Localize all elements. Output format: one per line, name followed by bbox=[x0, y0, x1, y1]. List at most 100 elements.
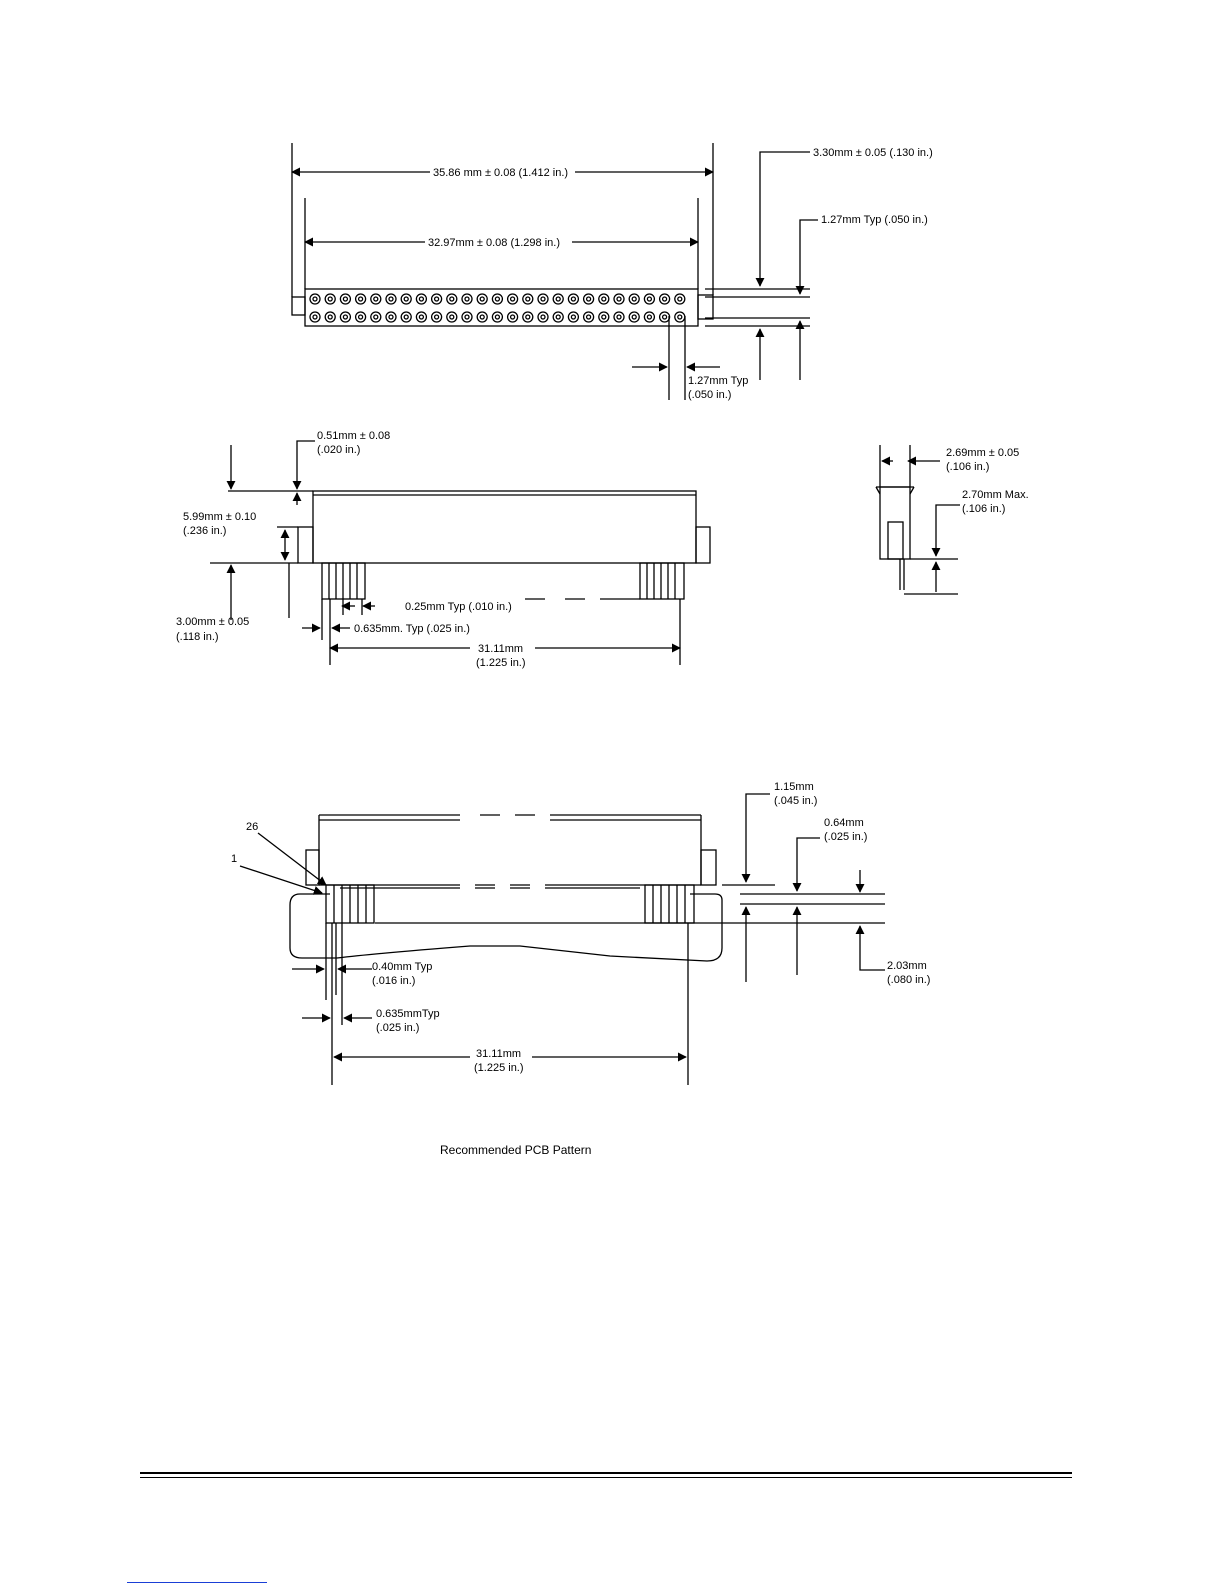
dim-pcb-b-in: (.025 in.) bbox=[824, 831, 867, 843]
pin-center bbox=[555, 314, 561, 320]
pin-center bbox=[357, 296, 364, 302]
pin-hole bbox=[643, 293, 656, 305]
pin-hole bbox=[582, 293, 595, 305]
pin-hole bbox=[354, 293, 367, 305]
label-pin-26: 26 bbox=[246, 821, 258, 833]
dim-pcb-b-mm: 0.64mm bbox=[824, 817, 864, 829]
dim-pcb-span-in: (1.225 in.) bbox=[474, 1062, 524, 1074]
pin-hole bbox=[537, 293, 549, 305]
pin-hole bbox=[461, 293, 473, 305]
pin-center bbox=[479, 296, 485, 302]
pin-hole bbox=[430, 311, 443, 323]
dim-pad-pitch-in: (.025 in.) bbox=[376, 1022, 419, 1034]
dim-pin-span: 32.97mm ± 0.08 (1.298 in.) bbox=[428, 237, 560, 249]
pin-center bbox=[464, 314, 470, 320]
pin-hole bbox=[400, 311, 412, 323]
pin-center bbox=[449, 296, 455, 302]
pin-hole bbox=[613, 311, 625, 323]
pad-group-left bbox=[325, 884, 375, 924]
dim-pcb-a-mm: 1.15mm bbox=[774, 781, 814, 793]
dim-pin-pitch-mm: 1.27mm Typ bbox=[688, 375, 748, 387]
pin-center bbox=[677, 314, 683, 320]
pin-hole bbox=[674, 311, 686, 323]
dim-end-width-in: (.106 in.) bbox=[946, 461, 989, 473]
pin-hole bbox=[582, 311, 595, 323]
pin-hole bbox=[324, 311, 336, 323]
pin-hole bbox=[628, 311, 640, 323]
pin-center bbox=[661, 296, 668, 302]
pin-center bbox=[433, 314, 440, 320]
pin-center bbox=[433, 296, 440, 302]
dim-pad-width-in: (.016 in.) bbox=[372, 975, 415, 987]
pin-center bbox=[661, 314, 668, 320]
lead-group-left bbox=[321, 562, 366, 600]
dim-body-height-in: (.236 in.) bbox=[183, 525, 226, 537]
pin-hole bbox=[415, 293, 428, 305]
dim-lead-pitch: 0.635mm. Typ (.025 in.) bbox=[354, 623, 470, 635]
pin-hole bbox=[446, 311, 458, 323]
pin-hole bbox=[506, 311, 519, 323]
pin-center bbox=[646, 314, 653, 320]
dim-pcb-c-mm: 2.03mm bbox=[887, 960, 927, 972]
pin-hole bbox=[613, 293, 625, 305]
pin-center bbox=[494, 314, 501, 320]
pin-center bbox=[509, 314, 516, 320]
label-pin-1: 1 bbox=[231, 853, 237, 865]
pin-center bbox=[327, 296, 333, 302]
dim-end-width-mm: 2.69mm ± 0.05 bbox=[946, 447, 1019, 459]
pin-hole bbox=[339, 311, 352, 323]
footer-rule-thin bbox=[140, 1477, 1072, 1478]
dim-pcb-a-in: (.045 in.) bbox=[774, 795, 817, 807]
pin-center bbox=[540, 296, 546, 302]
pin-hole bbox=[309, 293, 321, 305]
pin-center bbox=[585, 314, 592, 320]
pin-center bbox=[509, 296, 516, 302]
dim-leg-in: (.118 in.) bbox=[176, 631, 219, 643]
dim-top-offset-in: (.020 in.) bbox=[317, 444, 360, 456]
pin-hole bbox=[552, 293, 564, 305]
dim-overall-width: 35.86 mm ± 0.08 (1.412 in.) bbox=[433, 167, 568, 179]
pin-hole bbox=[461, 311, 473, 323]
pin-center bbox=[312, 314, 318, 320]
pin-center bbox=[585, 296, 592, 302]
right-latch bbox=[697, 294, 714, 320]
side-left-latch bbox=[297, 526, 314, 564]
pin-center bbox=[418, 314, 425, 320]
pcb-view bbox=[239, 793, 885, 1085]
pin-hole bbox=[476, 311, 488, 323]
pin-center bbox=[373, 314, 379, 320]
pin-center bbox=[494, 296, 501, 302]
pin-center bbox=[616, 314, 622, 320]
pin-center bbox=[418, 296, 425, 302]
pin-hole bbox=[522, 293, 534, 305]
pin-center bbox=[388, 314, 394, 320]
pin-hole bbox=[415, 311, 428, 323]
footer-link-underline bbox=[127, 1582, 267, 1583]
pin-hole bbox=[658, 311, 671, 323]
pin-grid bbox=[309, 293, 686, 323]
pin-hole bbox=[354, 311, 367, 323]
dim-end-max-mm: 2.70mm Max. bbox=[962, 489, 1029, 501]
end-body bbox=[879, 486, 911, 560]
pin-hole bbox=[385, 293, 397, 305]
pin-center bbox=[464, 296, 470, 302]
pin-hole bbox=[598, 293, 610, 305]
pin-hole bbox=[522, 311, 534, 323]
pin-hole bbox=[491, 311, 504, 323]
pin-center bbox=[631, 314, 637, 320]
pin-hole bbox=[324, 293, 336, 305]
lead-group-right bbox=[639, 562, 685, 600]
pin-hole bbox=[598, 311, 610, 323]
pin-center bbox=[403, 314, 409, 320]
dim-pad-width-mm: 0.40mm Typ bbox=[372, 961, 432, 973]
side-body bbox=[312, 490, 697, 564]
pin-center bbox=[570, 296, 577, 302]
pin-hole bbox=[537, 311, 549, 323]
pin-hole bbox=[309, 311, 321, 323]
left-latch bbox=[291, 296, 306, 316]
pin-hole bbox=[370, 293, 382, 305]
dim-leg-mm: 3.00mm ± 0.05 bbox=[176, 616, 249, 628]
footer-rule bbox=[140, 1472, 1072, 1474]
end-view bbox=[875, 445, 960, 595]
dim-pad-pitch-mm: 0.635mmTyp bbox=[376, 1008, 440, 1020]
